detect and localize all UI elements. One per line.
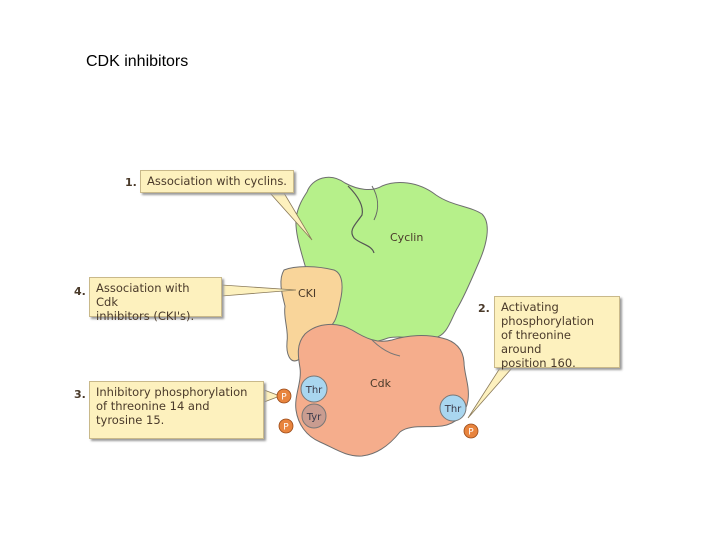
phosphate-thr14-label: P bbox=[281, 393, 287, 403]
callout-3-pointer bbox=[263, 389, 282, 403]
residue-thr14 bbox=[300, 375, 328, 403]
phosphate-thr14 bbox=[276, 388, 292, 404]
cyclin-shape bbox=[295, 176, 488, 343]
callout-4-box: Association with Cdk inhibitors (CKI's). bbox=[89, 277, 222, 323]
callout-4-number: 4. bbox=[74, 285, 86, 298]
slide-title: CDK inhibitors bbox=[86, 53, 189, 70]
callout-3-box: Inhibitory phosphorylation of threonine … bbox=[89, 381, 264, 439]
callout-1-pointer bbox=[269, 192, 313, 241]
callout-1-box: Association with cyclins. bbox=[140, 170, 294, 193]
callout-4-pointer bbox=[221, 284, 297, 297]
phosphate-tyr15-label: P bbox=[283, 423, 289, 433]
cdk-groove bbox=[371, 339, 401, 357]
cyclin-groove-2 bbox=[371, 185, 379, 221]
cdk-shape bbox=[295, 324, 469, 457]
callout-1-number: 1. bbox=[125, 176, 137, 189]
callout-3-number: 3. bbox=[74, 388, 86, 401]
residue-tyr bbox=[301, 403, 327, 429]
callout-2-pointer bbox=[467, 367, 513, 419]
cyclin-label: Cyclin bbox=[390, 231, 423, 244]
phosphate-tyr15 bbox=[278, 418, 294, 434]
callout-2-box: Activating phosphorylation of threonine … bbox=[494, 296, 620, 370]
cdk-label: Cdk bbox=[370, 377, 392, 390]
callout-2-number: 2. bbox=[478, 302, 490, 315]
residue-thr160 bbox=[439, 394, 467, 422]
cki-label: CKI bbox=[298, 287, 316, 300]
residue-tyr-label: Tyr bbox=[306, 412, 322, 423]
residue-thr160-label: Thr bbox=[444, 404, 462, 415]
cyclin-groove bbox=[347, 185, 375, 254]
phosphate-thr160 bbox=[463, 423, 479, 439]
residue-thr14-label: Thr bbox=[305, 385, 323, 396]
phosphate-thr160-label: P bbox=[468, 428, 474, 438]
